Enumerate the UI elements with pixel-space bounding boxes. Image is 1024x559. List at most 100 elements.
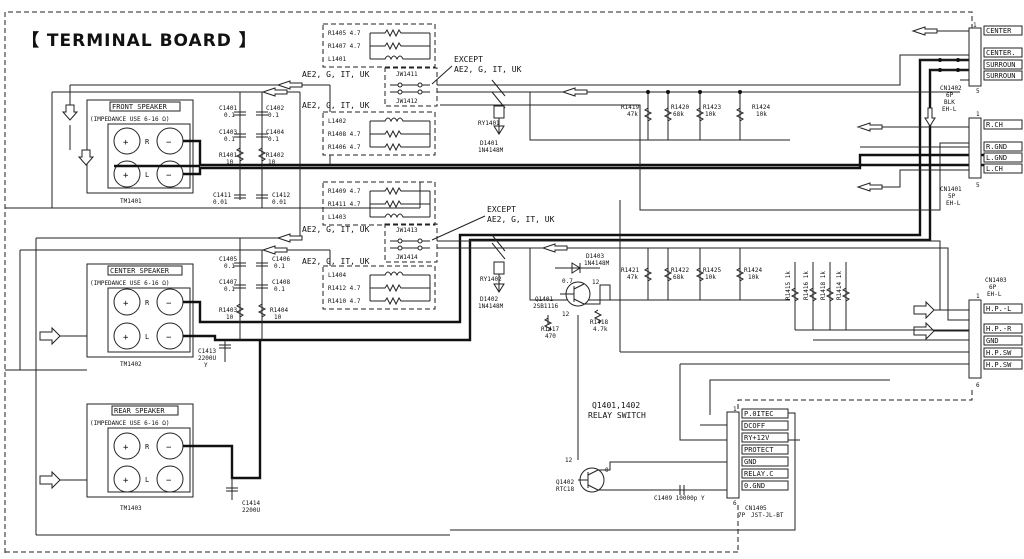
capacitor-symbol bbox=[256, 194, 268, 199]
cn1402-pin-surround-1: SURROUN bbox=[986, 61, 1016, 69]
q1401-value: 2SB1116 bbox=[533, 303, 559, 310]
center-speaker: CENTER SPEAKER (IMPEDANCE USE 6-16 Ω) + … bbox=[86, 263, 194, 368]
r1414-label: R1414 1k bbox=[836, 271, 843, 300]
coil-network-1: R1405 4.7 R1407 4.7 L1401 bbox=[322, 23, 436, 68]
r1422-value: 68k bbox=[673, 274, 684, 281]
plus-sign: + bbox=[123, 443, 129, 453]
capacitor-symbol bbox=[234, 111, 246, 116]
relay-switch-subtitle: RELAY SWITCH bbox=[588, 411, 646, 420]
left-arrow-icon bbox=[856, 182, 883, 192]
c1403-label: C1403 bbox=[219, 129, 237, 136]
c1412-value: 0.01 bbox=[272, 199, 287, 206]
coil-network-2: L1402 R1408 4.7 R1406 4.7 bbox=[322, 111, 436, 156]
r1424b-label: R1424 bbox=[744, 267, 762, 274]
cn1401-pin-rch: R.CH bbox=[986, 121, 1003, 129]
c1405-label: C1405 bbox=[219, 256, 237, 263]
cn1405-pin-p0itec: P.0ITEC bbox=[744, 410, 774, 418]
left-arrow-icon bbox=[261, 87, 288, 97]
minus-sign: − bbox=[166, 171, 172, 181]
front-l-label: L bbox=[145, 171, 149, 179]
resistor-symbol bbox=[825, 287, 835, 302]
r1425-label: R1425 bbox=[703, 267, 721, 274]
cn1401-series: EH-L bbox=[946, 200, 961, 207]
capacitor-symbol bbox=[234, 284, 246, 289]
right-arrow-icon bbox=[913, 321, 935, 341]
mid-resistor-ladder: R1421 47k R1422 68k R1425 10k R1424 10k bbox=[529, 248, 790, 301]
front-speaker-impedance: (IMPEDANCE USE 6-16 Ω) bbox=[90, 116, 169, 123]
minus-sign: − bbox=[166, 333, 172, 343]
rear-speaker-ref: TM1403 bbox=[120, 505, 142, 512]
r1404-label: R1404 bbox=[270, 307, 288, 314]
board-outline-step bbox=[737, 390, 973, 410]
r1409-label: R1409 4.7 bbox=[328, 188, 361, 195]
center-speaker-label: CENTER SPEAKER bbox=[110, 267, 170, 275]
center-speaker-impedance: (IMPEDANCE USE 6-16 Ω) bbox=[90, 280, 169, 287]
resistor-symbol bbox=[370, 41, 430, 51]
resistor-symbol bbox=[663, 107, 673, 122]
diode-symbol bbox=[493, 283, 505, 293]
rear-l-plus-terminal bbox=[113, 465, 141, 493]
d1401-value: 1N4148M bbox=[478, 147, 504, 154]
resistor-symbol bbox=[370, 283, 430, 293]
inductor-symbol bbox=[370, 117, 430, 123]
cn1405-pin-dcoff: DCOFF bbox=[744, 422, 765, 430]
r1401-label: R1401 bbox=[219, 152, 237, 159]
cn1402-pin-center-dot: CENTER. bbox=[986, 49, 1016, 57]
l1402-label: L1402 bbox=[328, 118, 346, 125]
transistor-q1402: 12 0 Q1402 RTC18 C1409 10000p Y bbox=[556, 457, 705, 502]
coil-network-4: L1404 R1412 4.7 R1410 4.7 bbox=[322, 265, 436, 310]
relay-ry1402: RY1402 D1402 1N4148M bbox=[478, 234, 506, 310]
jw1413-label: JW1413 bbox=[396, 227, 418, 234]
relay-ry1401: RY1401 D1401 1N4148M bbox=[478, 79, 506, 154]
r1425-value: 10k bbox=[705, 274, 716, 281]
r1423-label: R1423 bbox=[703, 104, 721, 111]
cn1401-type: 5P bbox=[948, 193, 956, 200]
signal-arrows bbox=[261, 80, 936, 341]
left-arrow-icon bbox=[856, 122, 883, 132]
except-label-2: EXCEPT bbox=[487, 205, 516, 214]
capacitor-symbol bbox=[256, 284, 268, 289]
r1420-value: 68k bbox=[673, 111, 684, 118]
right-resistors: R1415 1k R1416 1k R1418 1k R1414 1k bbox=[785, 262, 975, 341]
r1404-value: 10 bbox=[274, 314, 282, 321]
resistor-symbol bbox=[235, 303, 245, 318]
cn1402-pin-surround-2: SURROUN bbox=[986, 72, 1016, 80]
top-resistor-ladder: R1419 47k R1420 68k R1423 10k R1424 10k bbox=[529, 90, 790, 141]
left-arrow-icon bbox=[561, 87, 588, 97]
resistor-symbol bbox=[370, 199, 430, 209]
except-regions-1: AE2, G, IT, UK bbox=[454, 65, 522, 74]
front-speaker-label: FRONT SPEAKER bbox=[112, 103, 168, 111]
inductor-symbol bbox=[370, 271, 430, 277]
down-arrow-icon bbox=[77, 149, 95, 166]
capacitor-symbol bbox=[234, 262, 246, 267]
down-arrow-icon bbox=[61, 104, 79, 121]
center-speaker-ref: TM1402 bbox=[120, 361, 142, 368]
minus-sign: − bbox=[166, 443, 172, 453]
resistor-symbol bbox=[257, 303, 267, 318]
cn1403-pin-hpsw-1: H.P.SW bbox=[986, 349, 1012, 357]
r1402-label: R1402 bbox=[266, 152, 284, 159]
left-arrow-icon bbox=[276, 233, 303, 243]
q1402-value: RTC18 bbox=[556, 486, 574, 493]
cn1403-pin-hpl: H.P.-L bbox=[986, 305, 1011, 313]
c1411-value: 0.01 bbox=[213, 199, 228, 206]
d1403-value: 1N4148M bbox=[584, 260, 610, 267]
r1408-label: R1408 4.7 bbox=[328, 131, 361, 138]
c1409-label: C1409 10000p Y bbox=[654, 495, 705, 502]
region-label-4: AE2, G, IT, UK bbox=[302, 257, 370, 266]
q1401-pin-voltage: 12 bbox=[562, 311, 570, 318]
l1401-label: L1401 bbox=[328, 56, 346, 63]
capacitor-symbol bbox=[234, 194, 246, 199]
plus-sign: + bbox=[123, 333, 129, 343]
cn1402-label: CN1402 bbox=[940, 85, 962, 92]
r1422-label: R1422 bbox=[671, 267, 689, 274]
relay-switch-title: Q1401,1402 bbox=[592, 401, 640, 410]
jumper-section: AE2, G, IT, UK AE2, G, IT, UK AE2, G, IT… bbox=[302, 55, 555, 266]
resistor-symbol bbox=[790, 287, 800, 302]
cn1405-label: CN1405 bbox=[745, 505, 767, 512]
inductor-symbol bbox=[370, 213, 430, 219]
cn1403-pin-hpr: H.P.-R bbox=[986, 325, 1012, 333]
resistor-symbol bbox=[663, 267, 673, 282]
r1418-value: 4.7k bbox=[593, 326, 608, 333]
cn1405-series: JST-JL-BT bbox=[751, 512, 784, 519]
